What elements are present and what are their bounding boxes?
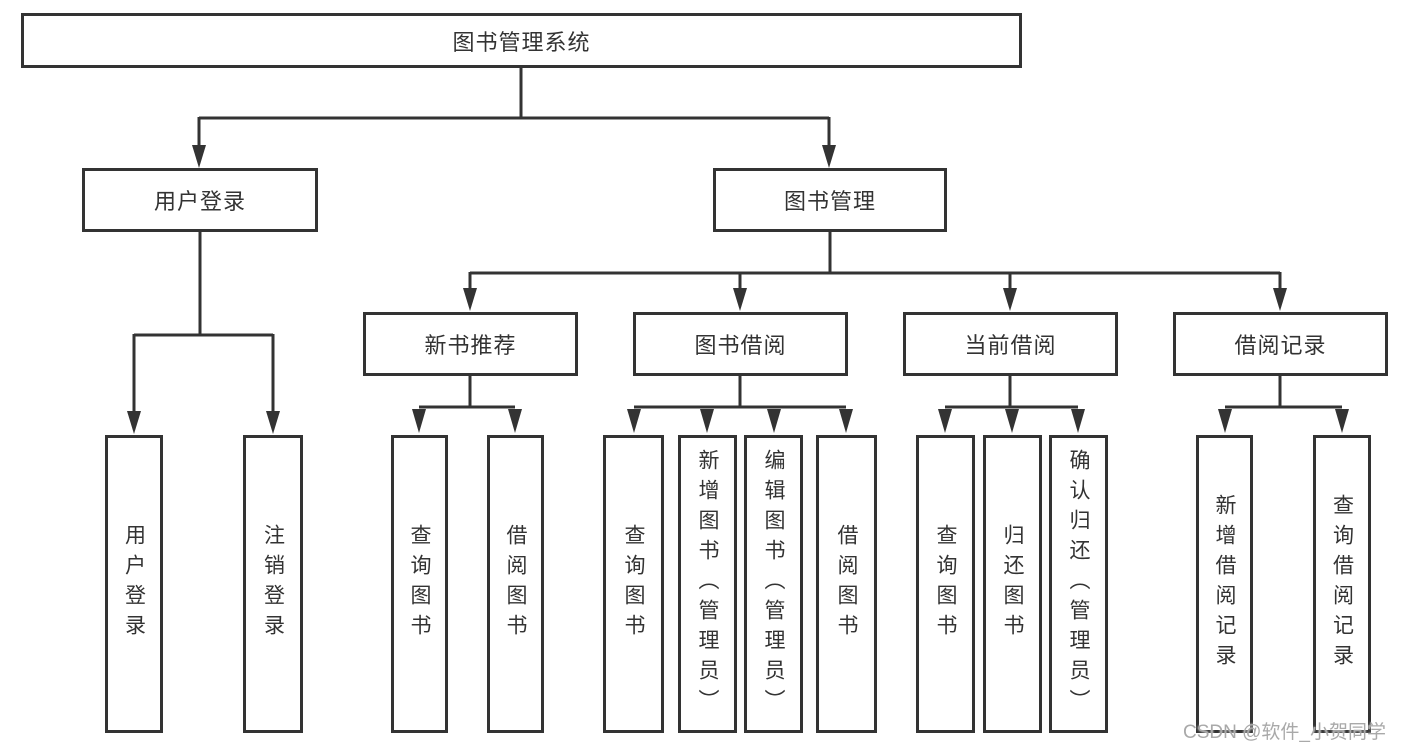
leaf-user-login-label: 用户登录 bbox=[122, 524, 146, 644]
leaf-user-login: 用户登录 bbox=[105, 435, 163, 733]
node-borrow-records: 借阅记录 bbox=[1173, 312, 1388, 376]
node-book-borrow: 图书借阅 bbox=[633, 312, 848, 376]
leaf-query-books-borrow: 查询图书 bbox=[603, 435, 664, 733]
leaf-return-book-label: 归还图书 bbox=[1001, 524, 1024, 644]
leaf-borrow-books-label: 借阅图书 bbox=[835, 524, 858, 644]
node-book-management: 图书管理 bbox=[713, 168, 947, 232]
leaf-query-books-current: 查询图书 bbox=[916, 435, 975, 733]
leaf-borrow-books-recommend: 借阅图书 bbox=[487, 435, 544, 733]
leaf-add-book-admin-label: 新增图书（管理员） bbox=[696, 449, 719, 719]
leaf-confirm-return-admin-label: 确认归还（管理员） bbox=[1067, 449, 1090, 719]
leaf-borrow-books: 借阅图书 bbox=[816, 435, 877, 733]
leaf-edit-book-admin: 编辑图书（管理员） bbox=[744, 435, 803, 733]
leaf-query-books-current-label: 查询图书 bbox=[934, 524, 957, 644]
leaf-query-books-recommend: 查询图书 bbox=[391, 435, 448, 733]
leaf-query-books-borrow-label: 查询图书 bbox=[622, 524, 645, 644]
leaf-query-books-recommend-label: 查询图书 bbox=[408, 524, 431, 644]
node-new-book-recommend: 新书推荐 bbox=[363, 312, 578, 376]
leaf-query-borrow-record: 查询借阅记录 bbox=[1313, 435, 1371, 733]
leaf-edit-book-admin-label: 编辑图书（管理员） bbox=[762, 449, 785, 719]
node-current-borrow: 当前借阅 bbox=[903, 312, 1118, 376]
node-root-library-system: 图书管理系统 bbox=[21, 13, 1022, 68]
leaf-add-book-admin: 新增图书（管理员） bbox=[678, 435, 737, 733]
leaf-add-borrow-record: 新增借阅记录 bbox=[1196, 435, 1253, 733]
leaf-borrow-books-recommend-label: 借阅图书 bbox=[504, 524, 527, 644]
node-user-login: 用户登录 bbox=[82, 168, 318, 232]
leaf-logout: 注销登录 bbox=[243, 435, 303, 733]
leaf-query-borrow-record-label: 查询借阅记录 bbox=[1330, 494, 1354, 674]
leaf-logout-label: 注销登录 bbox=[261, 524, 285, 644]
csdn-watermark: CSDN @软件_小贺同学 bbox=[1183, 722, 1386, 743]
leaf-confirm-return-admin: 确认归还（管理员） bbox=[1049, 435, 1108, 733]
leaf-return-book: 归还图书 bbox=[983, 435, 1042, 733]
leaf-add-borrow-record-label: 新增借阅记录 bbox=[1213, 494, 1236, 674]
